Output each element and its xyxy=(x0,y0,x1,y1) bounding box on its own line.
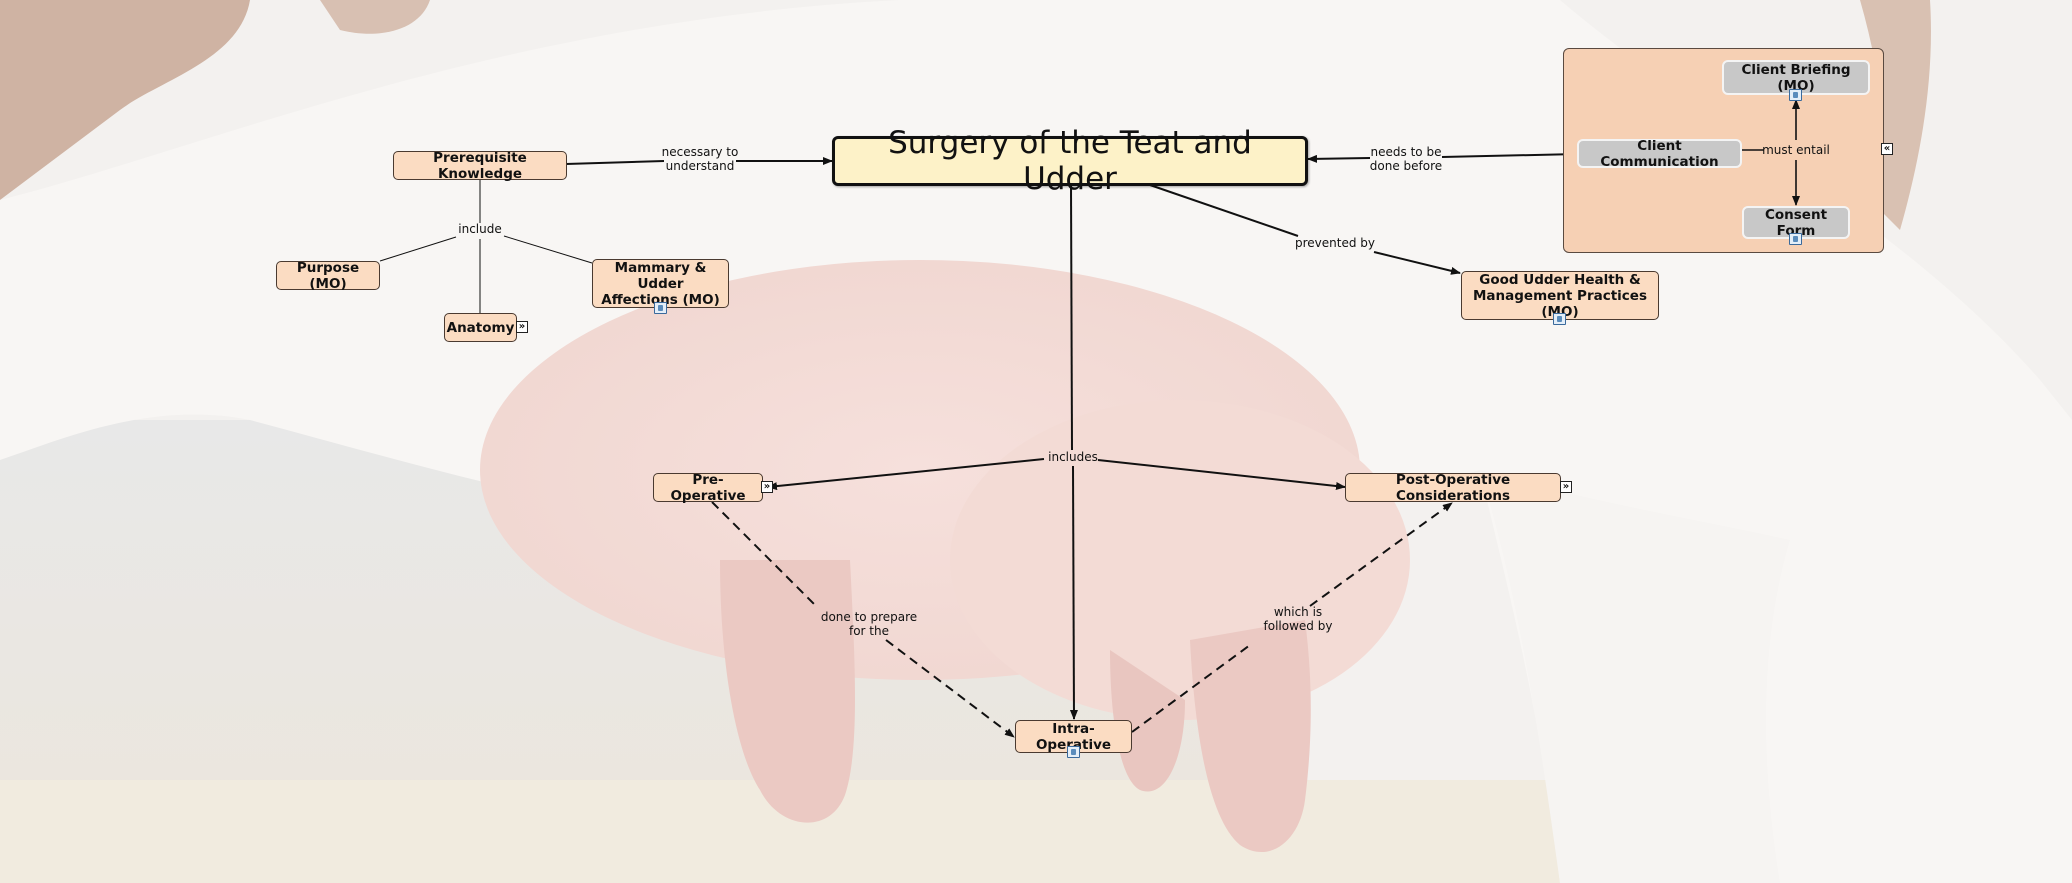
edge-client-to-label xyxy=(1441,153,1579,158)
edge-label-to-main-2 xyxy=(1307,154,1371,163)
link-done-to-prepare-for-the: done to prepare for the xyxy=(820,610,918,638)
resource-icon[interactable] xyxy=(1553,313,1566,325)
expand-icon[interactable]: » xyxy=(516,321,528,333)
resource-icon[interactable] xyxy=(654,302,667,314)
edge-prevented-to-gooduder xyxy=(1373,251,1461,275)
resource-icon[interactable] xyxy=(1789,233,1802,245)
resource-icon[interactable] xyxy=(1789,89,1802,101)
edge-prereq-to-label xyxy=(565,160,665,165)
link-needs-to-be-done-before: needs to be done before xyxy=(1369,145,1443,173)
edge-include-to-purpose xyxy=(379,236,457,262)
concept-good-udder-health[interactable]: Good Udder Health & Management Practices… xyxy=(1461,271,1659,320)
link-includes: includes xyxy=(1048,450,1098,464)
link-necessary-to-understand: necessary to understand xyxy=(661,145,739,173)
link-which-is-followed-by: which is followed by xyxy=(1263,605,1333,633)
concept-purpose[interactable]: Purpose (MO) xyxy=(276,260,380,292)
edge-include-to-mammary xyxy=(503,235,593,264)
edge-label-to-postop xyxy=(1309,502,1453,607)
link-prevented-by: prevented by xyxy=(1295,236,1375,250)
collapse-icon[interactable]: « xyxy=(1881,143,1893,155)
edge-main-to-includes xyxy=(1070,184,1073,451)
concept-pre-operative[interactable]: Pre-Operative xyxy=(653,472,763,504)
edge-preop-to-label xyxy=(711,501,819,609)
link-include: include xyxy=(458,222,502,236)
edge-includes-to-intraop xyxy=(1069,465,1078,720)
edge-includes-to-preop xyxy=(767,458,1045,491)
concept-mammary-udder-affections[interactable]: Mammary & Udder Affections (MO) xyxy=(592,259,729,308)
concept-anatomy[interactable]: Anatomy xyxy=(444,313,517,342)
concept-client-communication[interactable]: Client Communication xyxy=(1577,138,1742,170)
resource-icon[interactable] xyxy=(1067,746,1080,758)
expand-icon[interactable]: » xyxy=(1560,481,1572,493)
concept-post-operative-considerations[interactable]: Post-Operative Considerations xyxy=(1345,472,1561,504)
edge-main-to-prevented xyxy=(1149,184,1299,237)
edge-includes-to-postop xyxy=(1097,459,1346,490)
edge-intraop-to-label xyxy=(1131,644,1251,733)
concept-prerequisite-knowledge[interactable]: Prerequisite Knowledge xyxy=(393,150,567,182)
link-must-entail: must entail xyxy=(1762,143,1830,157)
expand-icon[interactable]: » xyxy=(761,481,773,493)
edge-label-to-intraop xyxy=(885,639,1015,738)
main-concept[interactable]: Surgery of the Teat and Udder xyxy=(832,125,1308,197)
